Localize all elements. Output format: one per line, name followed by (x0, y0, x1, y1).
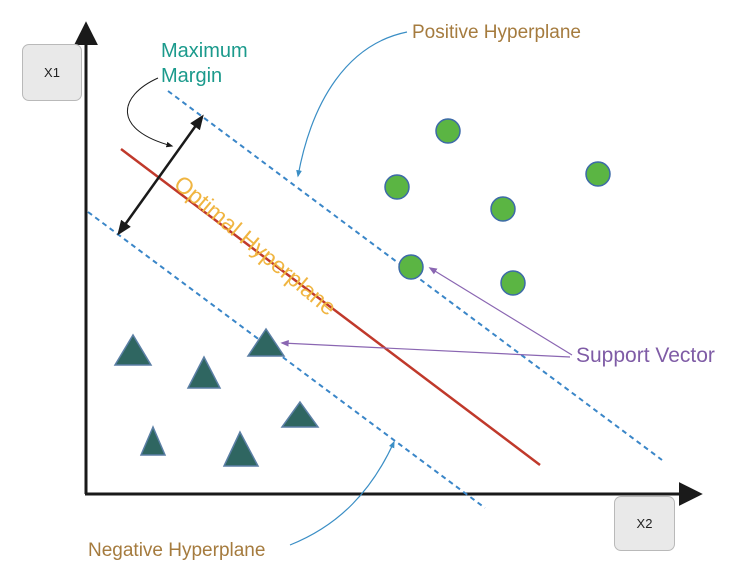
circle-point (500, 270, 526, 296)
x-axis-label-box: X2 (614, 496, 675, 551)
maximum-margin-label: Maximum Margin (161, 39, 248, 89)
negative-hyperplane-line (87, 211, 486, 509)
y-axis-label: X1 (44, 65, 60, 80)
margin-arrow (117, 114, 204, 236)
margin-label-pointer (127, 77, 174, 148)
negative-class-points (113, 327, 320, 467)
positive-hyperplane-label: Positive Hyperplane (412, 22, 581, 43)
maximum-margin-label-line2: Margin (161, 65, 223, 87)
negative-hyperplane-label: Negative Hyperplane (88, 540, 266, 561)
triangle-point (186, 355, 222, 389)
maximum-margin-label-line1: Maximum (161, 40, 248, 62)
support-vector-arrow-triangle (280, 339, 571, 358)
circle-point (435, 118, 461, 144)
triangle-point (222, 430, 260, 467)
triangle-point (280, 400, 320, 428)
y-axis-label-box: X1 (22, 44, 82, 101)
support-vector-label: Support Vector (576, 344, 715, 367)
positive-hyperplane-pointer (296, 31, 408, 178)
triangle-point (139, 425, 167, 456)
support-vector-arrow-circle (428, 267, 573, 356)
negative-hyperplane-pointer (289, 440, 395, 546)
circle-point (490, 196, 516, 222)
circle-point (585, 161, 611, 187)
circle-point (384, 174, 410, 200)
x-axis-label: X2 (636, 516, 653, 531)
positive-class-points (384, 118, 611, 296)
triangle-point (113, 333, 153, 366)
circle-point-support-vector (398, 254, 424, 280)
triangle-point-support-vector (246, 327, 286, 357)
